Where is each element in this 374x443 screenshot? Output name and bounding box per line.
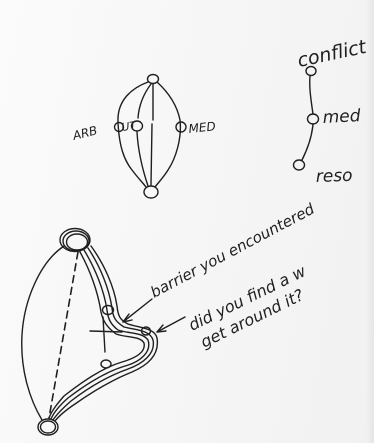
path-diagram xyxy=(22,229,185,436)
arb-label: ARB xyxy=(70,123,98,143)
process-diagram xyxy=(294,67,319,171)
left-route xyxy=(22,246,64,420)
med-label: MED xyxy=(188,119,217,136)
conflict-label: conflict xyxy=(295,36,369,72)
resolution-node xyxy=(294,160,305,170)
diamond-diagram xyxy=(115,75,187,199)
diamond-bottom-node xyxy=(144,186,158,198)
mediation-label: med xyxy=(322,106,361,128)
mediation-node xyxy=(308,114,319,124)
diamond-center-left-edge xyxy=(138,84,151,118)
detour-arrow xyxy=(157,317,185,332)
resolution-label: reso xyxy=(315,166,352,187)
process-edge-1 xyxy=(310,76,313,114)
bundle-route-1 xyxy=(51,250,149,419)
diamond-right-edge xyxy=(155,82,180,187)
diamond-center-edge xyxy=(151,84,153,185)
process-edge-2 xyxy=(302,124,313,160)
page-edge-shadow xyxy=(366,0,374,443)
barrier-arrow xyxy=(123,299,152,322)
